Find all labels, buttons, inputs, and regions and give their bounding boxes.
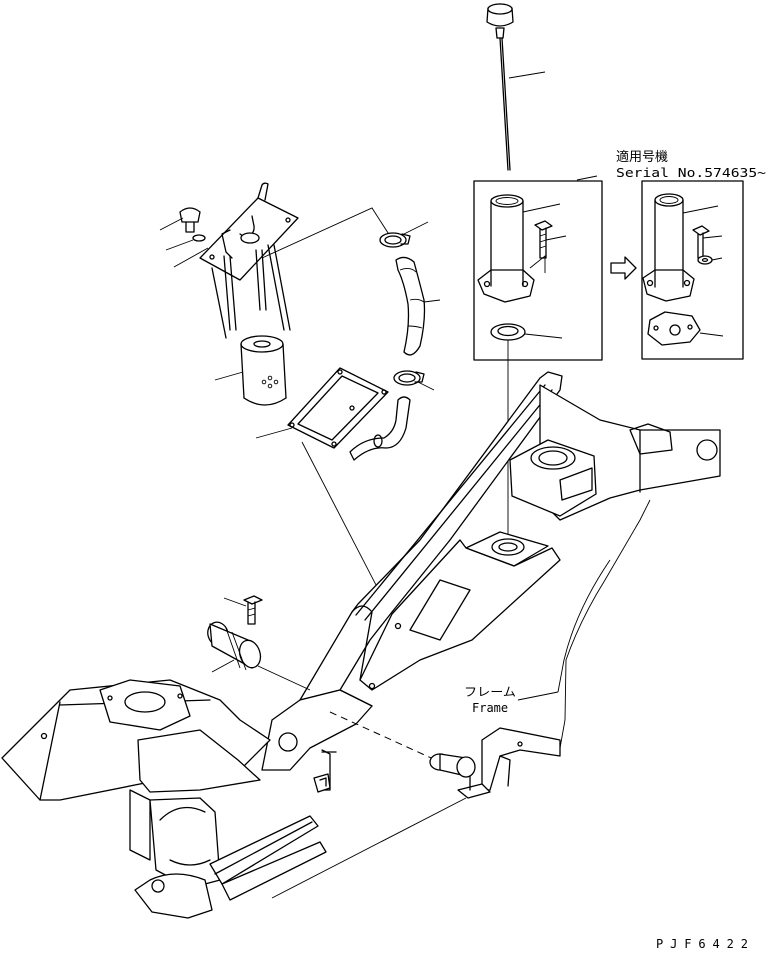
filler-tube-box-serial xyxy=(641,180,744,360)
frame-label-jp: フレーム xyxy=(464,685,516,699)
front-deck xyxy=(1,679,327,919)
dashed-connector xyxy=(329,711,441,763)
strainer-gasket xyxy=(255,367,391,613)
hydraulic-filter-assembly xyxy=(159,182,299,406)
breather-assembly xyxy=(207,595,311,691)
filler-tube-box xyxy=(473,175,603,540)
applicable-serial-number: Serial No.574635~ xyxy=(616,165,766,180)
frame xyxy=(261,371,721,791)
breather-element xyxy=(271,753,491,899)
drawing-code: PJF6422 xyxy=(656,937,748,951)
dipstick xyxy=(486,3,546,171)
frame-label-en: Frame xyxy=(472,701,508,715)
applicable-serial-jp: 適用号機 xyxy=(616,149,668,165)
small-clip xyxy=(313,773,331,793)
arrow-right-icon xyxy=(610,256,637,280)
suction-hose-assembly xyxy=(261,207,441,461)
